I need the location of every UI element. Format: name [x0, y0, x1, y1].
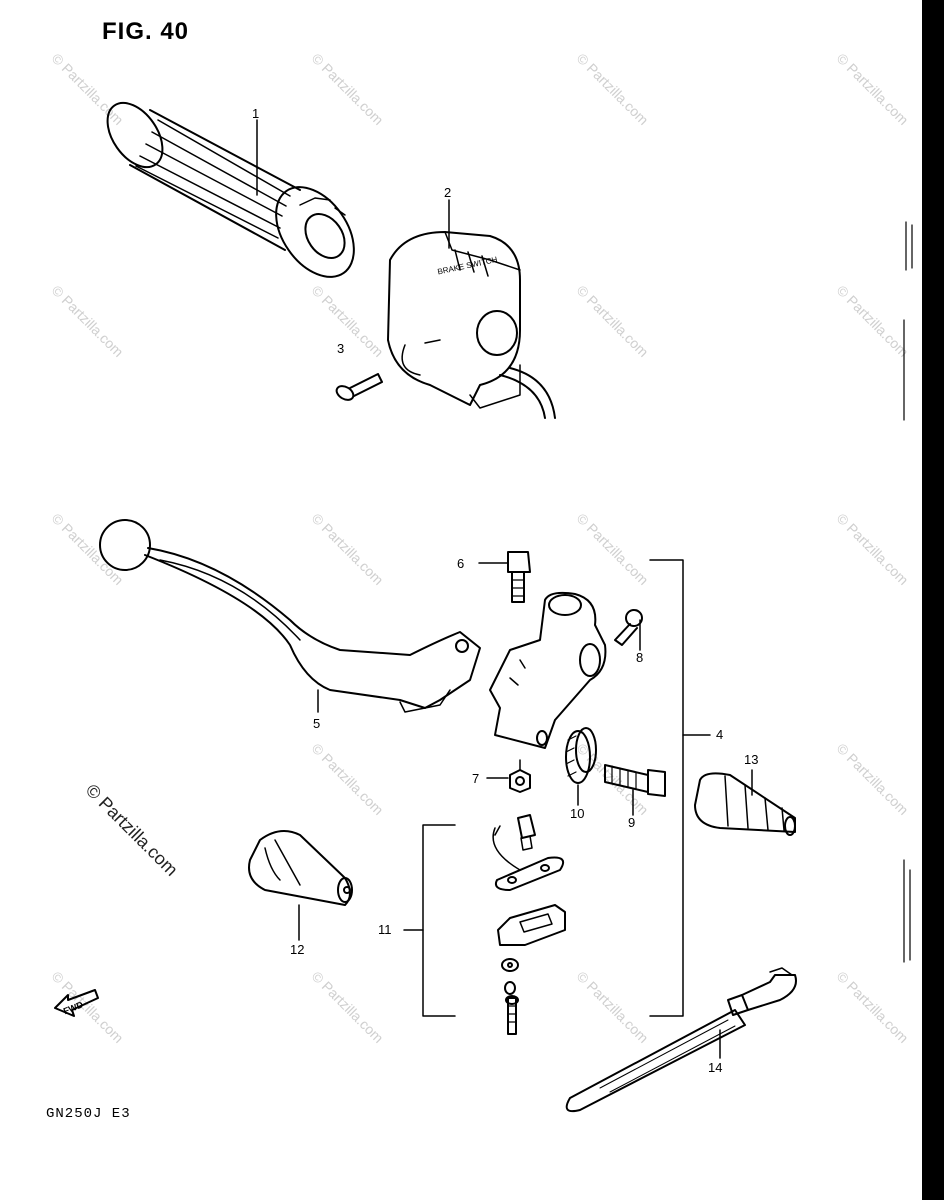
callout-14: 14 [708, 1060, 723, 1075]
callout-8: 8 [636, 650, 644, 665]
switch-cover [248, 830, 353, 906]
scan-edge [922, 0, 944, 1200]
callout-6: 6 [457, 556, 465, 571]
switch-assembly [492, 814, 566, 1035]
cable-tie [565, 967, 797, 1113]
callout-5: 5 [313, 716, 321, 731]
switch-bracket [422, 824, 456, 1017]
adjuster-bolt [604, 764, 666, 797]
leader-lines [256, 119, 753, 1059]
pivot-bolt [507, 551, 531, 603]
nut [509, 769, 531, 793]
model-code: GN250J E3 [46, 1106, 131, 1122]
callout-11: 11 [378, 922, 392, 937]
callout-7: 7 [472, 771, 480, 786]
callout-13: 13 [744, 752, 759, 767]
grip [106, 101, 355, 278]
callout-9: 9 [628, 815, 636, 830]
callout-12: 12 [290, 942, 305, 957]
callout-2: 2 [444, 185, 452, 200]
switch-label: BRAKE SWITCH [437, 255, 499, 277]
adjuster-knob [565, 727, 597, 784]
callout-3: 3 [337, 341, 345, 356]
small-bolt [614, 609, 643, 646]
callout-1: 1 [252, 106, 260, 121]
lever-boot [694, 772, 796, 836]
lever-holder [489, 591, 607, 749]
fwd-arrow-icon [54, 989, 99, 1017]
screw [335, 373, 383, 401]
callout-10: 10 [570, 806, 585, 821]
clutch-lever [99, 519, 481, 713]
assembly-bracket [649, 559, 711, 1017]
callout-4: 4 [716, 727, 724, 742]
figure-title: FIG. 40 [102, 18, 190, 45]
